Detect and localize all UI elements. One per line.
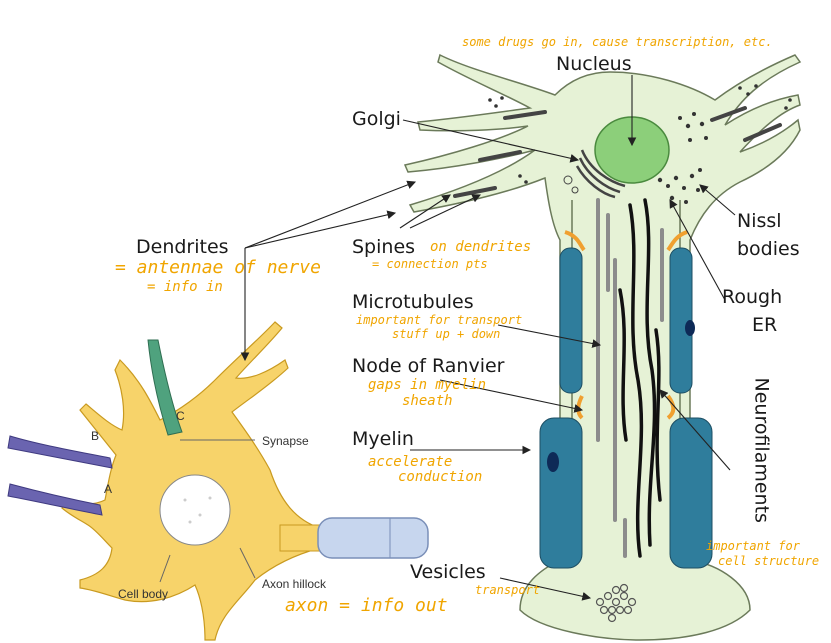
myelin-sheaths bbox=[539, 247, 713, 569]
label-neurofilaments: Neurofilaments bbox=[750, 377, 773, 523]
label-axon-hillock: Axon hillock bbox=[262, 577, 327, 591]
golgi-apparatus bbox=[575, 149, 626, 199]
note-node-2: sheath bbox=[402, 393, 453, 409]
note-node-1: gaps in myelin bbox=[368, 377, 487, 393]
note-nucleus: some drugs go in, cause transcription, e… bbox=[462, 35, 773, 49]
label-golgi: Golgi bbox=[352, 108, 401, 130]
simple-neuron bbox=[7, 321, 429, 641]
pointer-lines bbox=[240, 75, 736, 601]
label-cell-body: Cell body bbox=[118, 587, 169, 601]
synapse-purple-b bbox=[7, 435, 113, 469]
note-neurofilaments-1: important for bbox=[706, 539, 800, 553]
nissl-bodies bbox=[488, 84, 792, 204]
synapse-green bbox=[147, 339, 183, 436]
label-dendrites: Dendrites bbox=[136, 236, 229, 258]
label-nucleus: Nucleus bbox=[556, 53, 632, 75]
note-microtubules-2: stuff up + down bbox=[392, 327, 501, 341]
note-vesicles: transport bbox=[475, 583, 541, 597]
dendrite-tubules bbox=[453, 106, 782, 198]
note-myelin-2: conduction bbox=[398, 469, 483, 485]
label-node-of-ranvier: Node of Ranvier bbox=[352, 355, 505, 377]
note-dendrites-2: = info in bbox=[147, 279, 223, 295]
yellow-nucleus bbox=[159, 474, 231, 546]
label-vesicles: Vesicles bbox=[410, 561, 486, 583]
note-microtubules-1: important for transport bbox=[356, 313, 523, 327]
note-neurofilaments-2: cell structure bbox=[718, 554, 820, 568]
note-spines-1: on dendrites bbox=[430, 239, 532, 255]
vesicles bbox=[595, 583, 637, 623]
label-nissl-1: Nissl bbox=[737, 210, 782, 232]
label-letter-b: B bbox=[91, 429, 100, 443]
note-axon: axon = info out bbox=[285, 595, 448, 616]
label-rough-2: ER bbox=[752, 314, 778, 336]
label-rough-1: Rough bbox=[722, 286, 783, 308]
label-synapse: Synapse bbox=[262, 434, 309, 448]
detailed-neuron bbox=[403, 53, 802, 641]
label-myelin: Myelin bbox=[352, 428, 414, 450]
note-spines-2: = connection pts bbox=[372, 257, 488, 271]
neurofilaments bbox=[618, 198, 662, 558]
label-letter-c: C bbox=[176, 409, 185, 423]
label-nissl-2: bodies bbox=[737, 238, 800, 260]
label-microtubules: Microtubules bbox=[352, 291, 474, 313]
note-myelin-1: accelerate bbox=[368, 454, 453, 470]
label-letter-a: A bbox=[104, 482, 113, 496]
microtubules bbox=[596, 198, 664, 558]
label-spines: Spines bbox=[352, 236, 416, 258]
synapse-purple-a bbox=[7, 483, 103, 516]
note-dendrites-1: = antennae of nerve bbox=[115, 257, 321, 278]
small-myelin bbox=[317, 517, 429, 559]
